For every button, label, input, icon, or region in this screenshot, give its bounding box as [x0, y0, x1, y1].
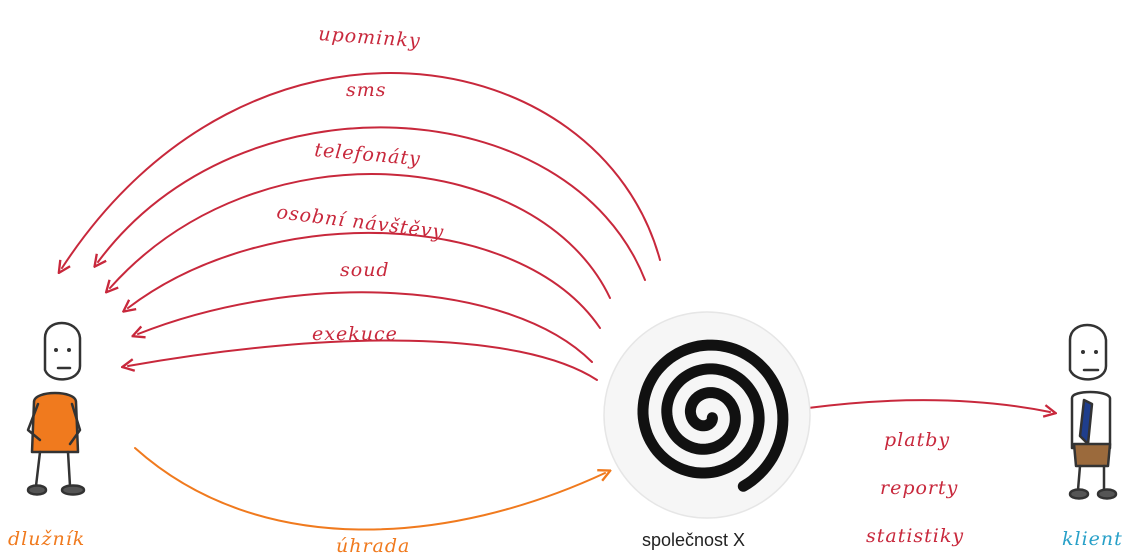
spiral-logo-icon	[603, 311, 811, 519]
arrow-to-client	[807, 399, 1050, 412]
arrow-soud	[138, 291, 593, 363]
arrow-exekuce	[128, 339, 598, 381]
company-label: společnost X	[642, 530, 745, 550]
output-label-reporty: reporty	[880, 477, 958, 499]
action-label-sms: sms	[346, 79, 387, 101]
arrow-sms	[98, 126, 646, 281]
arrow-osobni-navstevy	[128, 231, 601, 329]
output-label-platby: platby	[884, 429, 950, 451]
client-figure-icon	[1068, 323, 1118, 500]
debtor-label: dlužník	[8, 528, 85, 550]
debtor-figure-icon	[26, 321, 86, 496]
arrow-uhrada	[134, 447, 605, 531]
action-labels: upominky sms telefonáty osobní návštěvy …	[275, 23, 445, 345]
arrow-telefonaty	[110, 173, 611, 299]
output-labels: platby reporty statistiky	[866, 429, 964, 547]
arrow-upominky	[62, 72, 661, 268]
client-label: klient	[1062, 528, 1123, 550]
payment-label: úhrada	[336, 535, 410, 557]
action-arrows	[62, 72, 661, 381]
action-label-soud: soud	[340, 259, 390, 281]
action-label-exekuce: exekuce	[312, 323, 398, 345]
action-label-telefonaty: telefonáty	[314, 139, 422, 170]
action-label-upominky: upominky	[318, 23, 422, 52]
output-label-statistiky: statistiky	[866, 525, 964, 547]
